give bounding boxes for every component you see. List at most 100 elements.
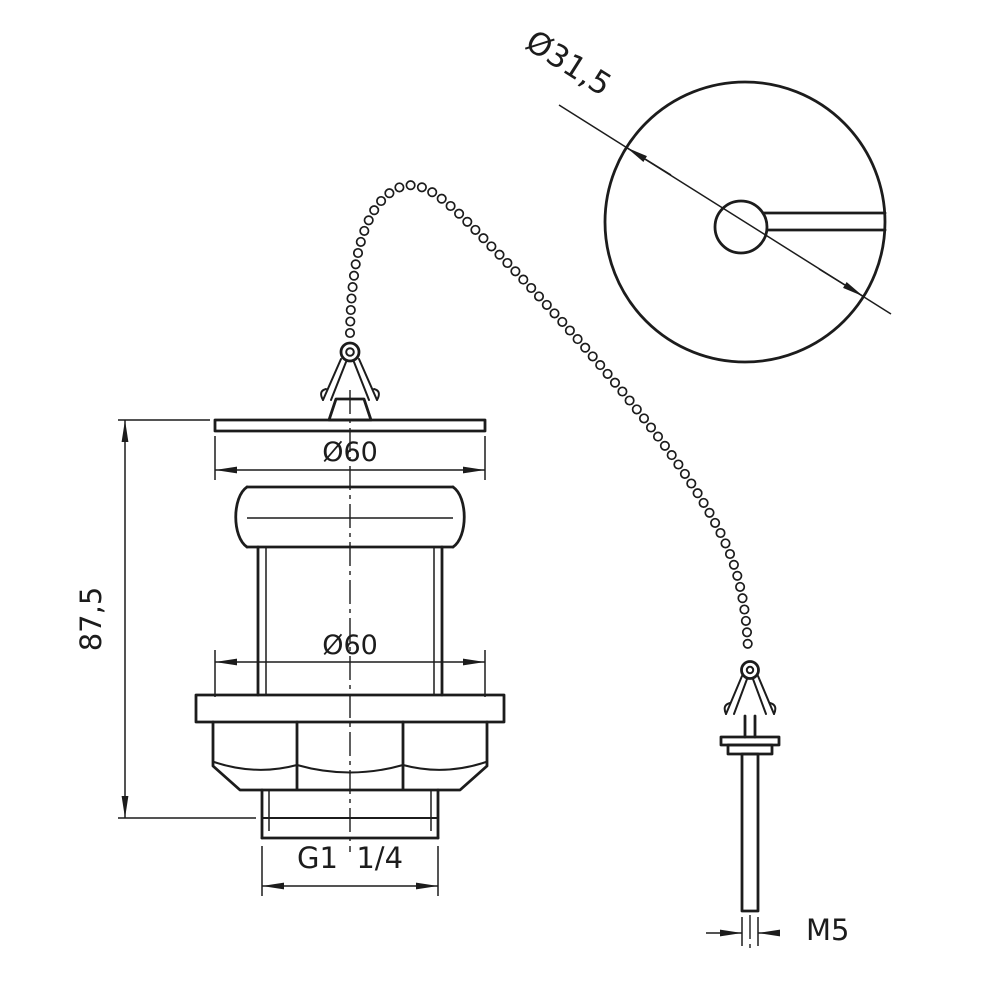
plug-top-view: Ø31,5: [519, 23, 892, 364]
chain-bead: [526, 282, 537, 294]
chain-bead: [741, 627, 753, 638]
stem-thread-label: M5: [806, 913, 849, 947]
chain-bead: [462, 216, 473, 227]
plug-face-circle: [603, 80, 887, 364]
sphere-left-arc: [234, 485, 249, 549]
dim-flange-diameter: Ø60: [214, 436, 486, 480]
chain-bead: [502, 257, 513, 269]
chain-bead: [710, 517, 721, 528]
chain-bead: [740, 615, 751, 626]
chain-bead: [673, 459, 684, 470]
chain-bead: [735, 581, 746, 592]
dim-stem-thread: M5: [706, 913, 849, 947]
shackle-legs: [725, 675, 775, 715]
chain-bead: [617, 386, 628, 397]
shackle-legs: [322, 358, 378, 401]
chain-bead: [692, 488, 703, 499]
chain-bead: [470, 224, 481, 235]
chain-bead: [595, 360, 606, 371]
dim-plug-diameter: Ø31,5: [519, 23, 892, 315]
chain-bead: [609, 377, 621, 388]
chain-bead: [510, 266, 521, 277]
dim-body-diameter: Ø60: [214, 630, 486, 697]
chain-bead: [350, 259, 361, 270]
chain-bead: [541, 299, 552, 310]
chain-bead: [359, 225, 370, 236]
thread-size-label: G1 1/4: [297, 841, 403, 875]
chain-bead: [739, 604, 750, 615]
chain-bead: [728, 559, 739, 570]
chain-bead: [363, 215, 374, 226]
shackle-loop-inner: [745, 665, 755, 675]
chain-bead: [659, 440, 670, 451]
chain-bead: [580, 342, 591, 353]
chain-bead: [478, 233, 489, 244]
plug-stem: [740, 752, 760, 913]
chain-bead: [454, 208, 465, 219]
chain-bead: [587, 351, 598, 362]
chain-bead: [533, 291, 545, 302]
chain-bead: [557, 316, 568, 327]
chain-bead: [698, 497, 709, 508]
chain-bead: [345, 316, 356, 327]
chain-beads: [344, 180, 753, 649]
chain-bead: [564, 325, 575, 336]
overall-height-label: 87,5: [74, 587, 108, 652]
chain-bead: [666, 450, 677, 461]
sphere-right-arc: [451, 485, 466, 549]
shackle-loop: [740, 660, 760, 680]
flange-diameter-label: Ø60: [322, 437, 378, 468]
lower-flange: [194, 693, 506, 724]
chain-bead: [347, 282, 358, 293]
chain-bead: [345, 304, 356, 316]
body-chain-shackle: [320, 341, 380, 401]
hex-nut: [211, 720, 489, 792]
chain-bead: [732, 570, 743, 581]
dim-overall-height: 87,5: [74, 419, 256, 819]
chain-bead: [394, 182, 405, 193]
shackle-curls: [320, 388, 380, 401]
chain-bead: [348, 270, 360, 281]
chain-bead: [638, 413, 650, 424]
plug-chain-shackle: [723, 660, 777, 715]
plug-stem-side-view: M5: [706, 660, 849, 950]
chain-bead: [384, 188, 395, 199]
chain-bead: [652, 431, 664, 442]
shackle-loop: [339, 341, 361, 363]
dimension-arrow: [818, 268, 864, 298]
chain-bead: [352, 247, 364, 259]
chain-bead: [724, 548, 736, 560]
chain-bead: [445, 200, 456, 212]
plug-pivot-circle: [713, 199, 769, 255]
chain-bead: [572, 334, 583, 345]
chain-bead: [346, 293, 357, 304]
chain-bead: [645, 422, 657, 433]
chain-bead: [686, 478, 697, 489]
chain-bead: [376, 195, 387, 207]
chain-bead: [405, 180, 416, 191]
chain-bead: [602, 368, 613, 379]
chain-bead: [631, 404, 642, 415]
chain-bead: [715, 527, 726, 539]
top-flange: [213, 418, 487, 433]
chain-bead: [549, 308, 560, 319]
chain-bead: [344, 327, 356, 339]
dim-thread-size: G1 1/4: [261, 841, 439, 896]
bead-chain: [344, 180, 753, 649]
chain-bead: [518, 274, 529, 285]
dimension-arrow: [626, 146, 672, 176]
chain-bead: [720, 538, 731, 549]
hex-chamfer-arcs: [213, 761, 487, 774]
chain-bead: [679, 468, 690, 479]
shackle-loop-inner: [345, 347, 355, 357]
chain-bead: [355, 236, 366, 247]
chain-bead: [427, 187, 438, 198]
chain-bead: [742, 638, 753, 649]
chain-bead: [369, 205, 380, 216]
chain-bead: [436, 193, 447, 204]
chain-bead: [737, 593, 748, 604]
chain-bead: [494, 249, 505, 260]
chain-bead: [624, 395, 635, 406]
